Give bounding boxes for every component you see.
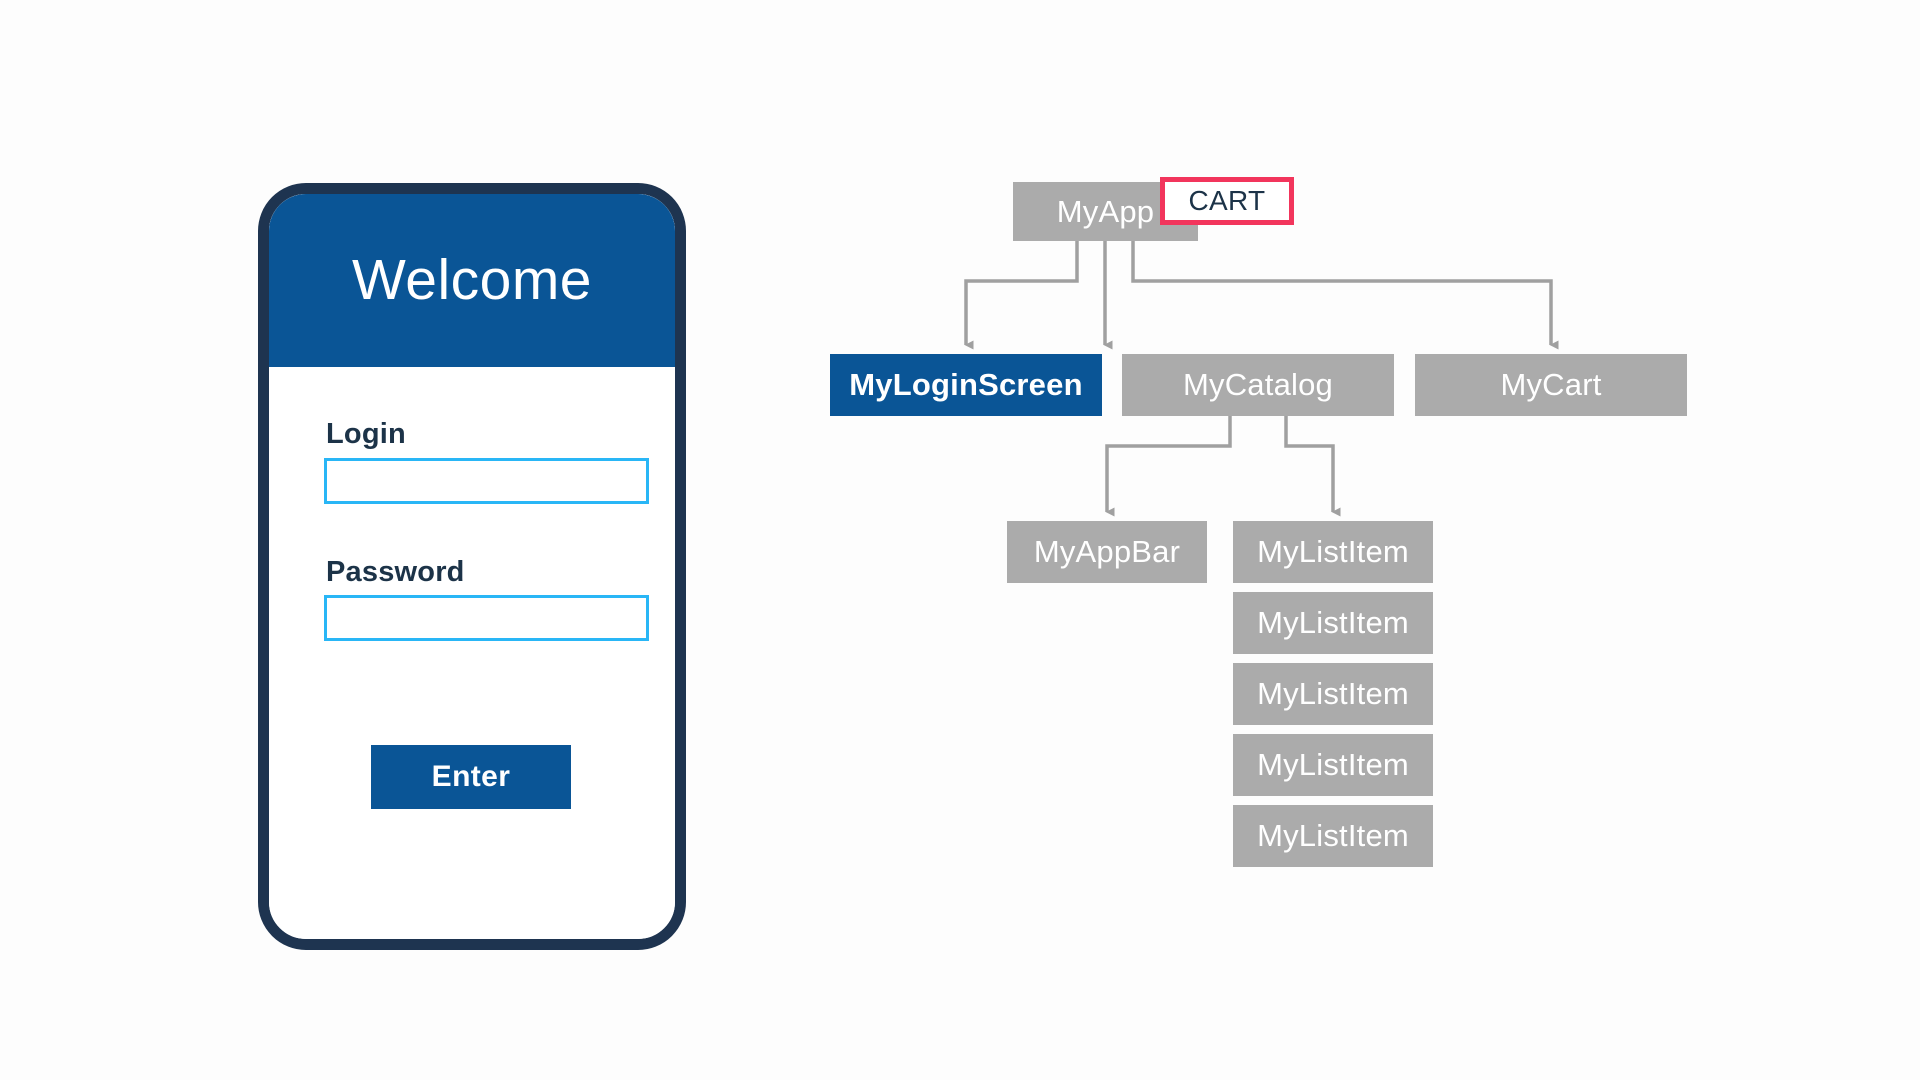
login-form: Login Password Enter xyxy=(269,367,675,939)
tree-node-mylistitem[interactable]: MyListItem xyxy=(1233,521,1433,583)
cart-badge[interactable]: CART xyxy=(1160,177,1294,225)
password-input[interactable] xyxy=(324,595,649,641)
tree-node-mylistitem[interactable]: MyListItem xyxy=(1233,805,1433,867)
phone-screen: Welcome Login Password Enter xyxy=(269,194,675,939)
app-header-bar: Welcome xyxy=(269,194,675,367)
tree-node-mycart[interactable]: MyCart xyxy=(1415,354,1687,416)
login-field-label: Login xyxy=(326,418,406,450)
tree-node-mylistitem[interactable]: MyListItem xyxy=(1233,592,1433,654)
tree-node-mylistitem[interactable]: MyListItem xyxy=(1233,663,1433,725)
login-input[interactable] xyxy=(324,458,649,504)
phone-mockup: Welcome Login Password Enter xyxy=(258,183,686,950)
page-title: Welcome xyxy=(351,248,593,312)
tree-connectors xyxy=(964,241,1559,517)
enter-button[interactable]: Enter xyxy=(371,745,571,809)
widget-tree-diagram: MyApp CART MyLoginScreen MyCatalog MyCar… xyxy=(830,150,1840,970)
tree-node-myloginscreen[interactable]: MyLoginScreen xyxy=(830,354,1102,416)
password-field-label: Password xyxy=(326,556,465,588)
tree-node-myappbar[interactable]: MyAppBar xyxy=(1007,521,1207,583)
tree-node-mylistitem[interactable]: MyListItem xyxy=(1233,734,1433,796)
tree-node-myapp[interactable]: MyApp xyxy=(1013,182,1198,241)
tree-node-mycatalog[interactable]: MyCatalog xyxy=(1122,354,1394,416)
